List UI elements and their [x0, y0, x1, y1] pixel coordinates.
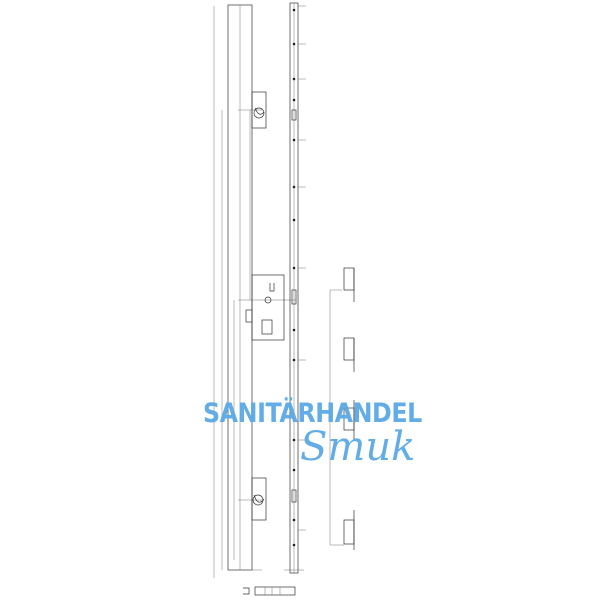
strike-plate-details	[329, 267, 355, 550]
upper-hook-lock	[251, 91, 267, 129]
bottom-cross-section	[243, 586, 296, 596]
left-faceplate-outline	[227, 4, 253, 571]
dimension-lines-left	[213, 6, 296, 578]
main-lock-case	[245, 274, 285, 341]
faceplate-screw-holes	[292, 8, 296, 547]
watermark-brand: SANITÄRHANDEL	[203, 398, 422, 429]
right-dimension-ticks	[240, 5, 306, 571]
watermark-script: Smuk	[300, 424, 416, 470]
right-faceplate	[289, 2, 299, 574]
lower-hook-lock	[251, 477, 267, 521]
